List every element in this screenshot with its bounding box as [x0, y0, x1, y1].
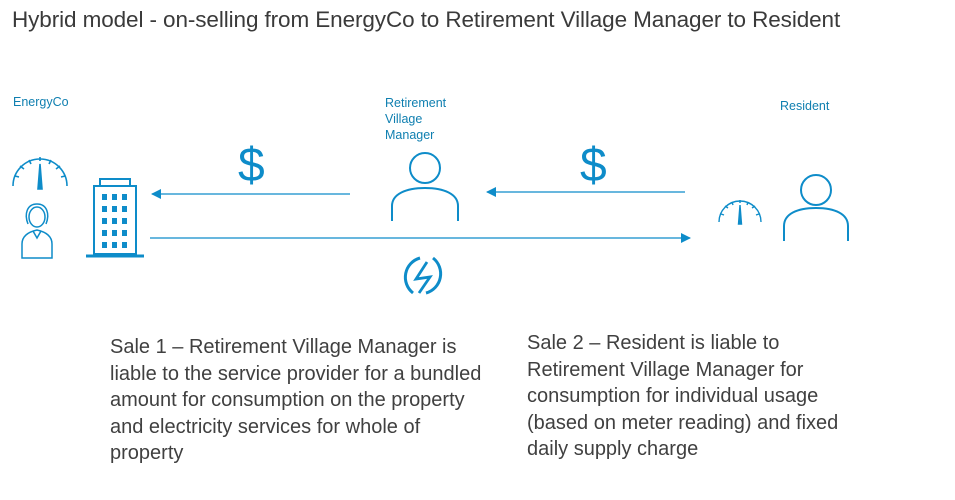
sale-1-description: Sale 1 – Retirement Village Manager is l…	[110, 336, 482, 464]
building-icon	[86, 178, 144, 258]
rvm-label: Retirement Village Manager	[385, 96, 447, 142]
resident-gauge-icon	[718, 200, 762, 225]
sale-2-description: Sale 2 – Resident is liable to Retiremen…	[527, 332, 839, 460]
page-title: Hybrid model - on-selling from EnergyCo …	[12, 7, 841, 32]
payment-dollar-left-icon: $	[238, 139, 265, 192]
resident-person-icon	[783, 174, 849, 241]
rvm-person-icon	[391, 152, 459, 221]
woman-icon	[21, 203, 53, 259]
energyco-label: EnergyCo	[13, 95, 69, 109]
energyco-gauge-icon	[12, 157, 68, 190]
electricity-icon	[403, 256, 443, 295]
payment-dollar-right-icon: $	[580, 139, 607, 192]
resident-label: Resident	[780, 99, 830, 113]
